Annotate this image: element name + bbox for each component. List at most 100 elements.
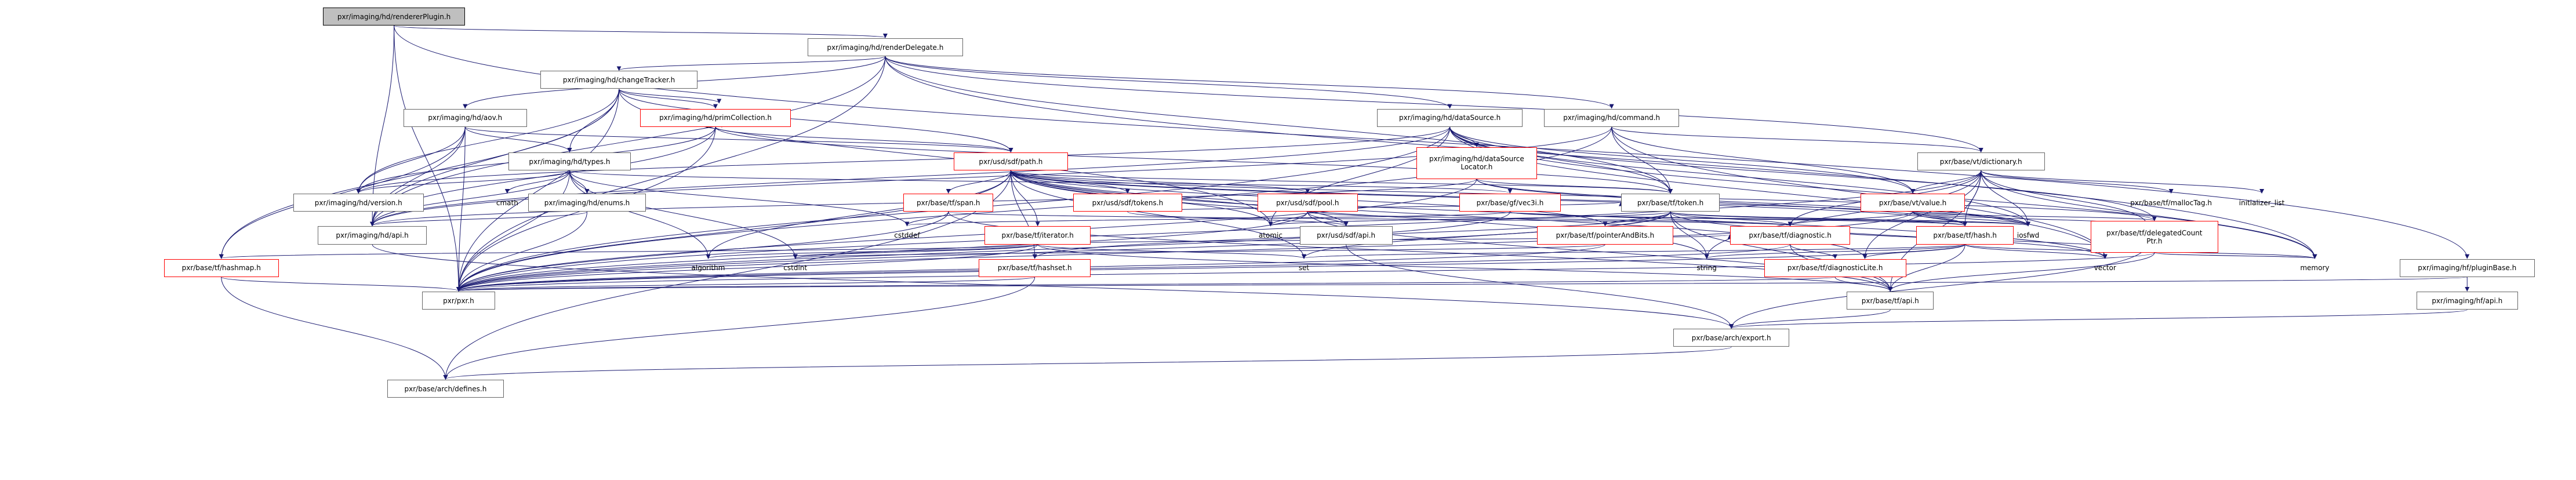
edge-primCollection-to-path bbox=[715, 126, 1013, 153]
node-aov[interactable]: pxr/imaging/hd/aov.h bbox=[403, 108, 527, 127]
node-label: iosfwd bbox=[2017, 231, 2040, 239]
edge-aov-to-hashmap bbox=[219, 126, 466, 259]
node-hfapi[interactable]: pxr/imaging/hf/api.h bbox=[2416, 291, 2518, 310]
node-cstddef[interactable]: cstddef bbox=[884, 226, 930, 244]
node-primCollection[interactable]: pxr/imaging/hd/primCollection.h bbox=[640, 108, 791, 127]
edge-hashmap-to-archdefines bbox=[221, 277, 448, 380]
node-diagLite[interactable]: pxr/base/tf/diagnosticLite.h bbox=[1764, 259, 1906, 277]
edge-tfapi-to-archexport bbox=[1729, 309, 1891, 329]
node-label: pxr/usd/sdf/api.h bbox=[1317, 231, 1376, 239]
node-path[interactable]: pxr/usd/sdf/path.h bbox=[953, 152, 1069, 171]
node-sdftokens[interactable]: pxr/usd/sdf/tokens.h bbox=[1073, 194, 1182, 212]
node-atomic[interactable]: atomic bbox=[1249, 226, 1292, 244]
edge-types-to-cstdint bbox=[569, 170, 798, 259]
edge-delegated-to-tfapi bbox=[1888, 252, 2155, 292]
node-tfhash[interactable]: pxr/base/tf/hash.h bbox=[1916, 226, 2014, 245]
node-hashset[interactable]: pxr/base/tf/hashset.h bbox=[979, 259, 1091, 277]
node-pluginBase[interactable]: pxr/imaging/hf/pluginBase.h bbox=[2399, 259, 2535, 277]
node-value[interactable]: pxr/base/vt/value.h bbox=[1860, 194, 1965, 212]
node-label: pxr/base/tf/iterator.h bbox=[1001, 231, 1074, 239]
node-sdfapi[interactable]: pxr/usd/sdf/api.h bbox=[1299, 226, 1393, 245]
edge-renderDelegate-to-dataSource bbox=[885, 56, 1452, 109]
node-label: pxr/base/vt/dictionary.h bbox=[1939, 157, 2022, 166]
edge-dataSource-to-value bbox=[1449, 126, 1915, 194]
node-tfapi[interactable]: pxr/base/tf/api.h bbox=[1847, 291, 1934, 310]
node-mallocTag[interactable]: pxr/base/tf/mallocTag.h bbox=[2109, 194, 2233, 212]
node-label: algorithm bbox=[691, 264, 725, 272]
edge-tfhash-to-pxr bbox=[456, 244, 1965, 292]
node-span[interactable]: pxr/base/tf/span.h bbox=[903, 194, 994, 212]
edge-span-to-pxr bbox=[456, 212, 949, 292]
node-changeTracker[interactable]: pxr/imaging/hd/changeTracker.h bbox=[540, 71, 697, 89]
node-hdapi[interactable]: pxr/imaging/hd/api.h bbox=[318, 226, 427, 245]
node-types[interactable]: pxr/imaging/hd/types.h bbox=[508, 152, 631, 171]
edge-dsLocator-to-pxr bbox=[456, 179, 1477, 292]
node-label: pxr/pxr.h bbox=[443, 296, 474, 305]
node-label: pxr/base/arch/export.h bbox=[1691, 333, 1771, 342]
node-label: atomic bbox=[1258, 231, 1282, 239]
node-vector[interactable]: vector bbox=[2083, 259, 2128, 277]
edge-token-to-atomic bbox=[1268, 211, 1671, 227]
node-cmath[interactable]: cmath bbox=[488, 194, 527, 212]
edge-hashset-to-archdefines bbox=[443, 277, 1036, 380]
node-set[interactable]: set bbox=[1289, 259, 1320, 277]
edge-path-to-hashset bbox=[1010, 170, 1037, 259]
edge-types-to-version bbox=[356, 170, 570, 194]
edge-delegated-to-memory bbox=[2154, 252, 2317, 259]
node-version[interactable]: pxr/imaging/hd/version.h bbox=[293, 194, 424, 212]
node-cstdint[interactable]: cstdint bbox=[772, 259, 819, 277]
edge-dsLocator-to-tfhash bbox=[1476, 179, 1968, 227]
node-archdefines[interactable]: pxr/base/arch/defines.h bbox=[387, 380, 504, 398]
edge-path-to-span bbox=[946, 170, 1011, 194]
edge-path-to-set bbox=[1010, 170, 1306, 259]
node-command[interactable]: pxr/imaging/hd/command.h bbox=[1544, 108, 1680, 127]
node-hashmap[interactable]: pxr/base/tf/hashmap.h bbox=[164, 259, 279, 277]
node-pool[interactable]: pxr/usd/sdf/pool.h bbox=[1257, 194, 1358, 212]
edge-aov-to-types bbox=[464, 126, 572, 153]
node-memory[interactable]: memory bbox=[2290, 259, 2341, 277]
node-label: string bbox=[1696, 264, 1717, 272]
node-iosfwd[interactable]: iosfwd bbox=[2008, 226, 2048, 244]
node-tfiter[interactable]: pxr/base/tf/iterator.h bbox=[984, 226, 1091, 245]
edge-ptrAndBits-to-cstdint bbox=[793, 244, 1605, 259]
node-label: pxr/usd/sdf/pool.h bbox=[1276, 198, 1339, 207]
node-ptrAndBits[interactable]: pxr/base/tf/pointerAndBits.h bbox=[1536, 226, 1674, 245]
node-label: initializer_list bbox=[2239, 198, 2285, 207]
node-string[interactable]: string bbox=[1684, 259, 1730, 277]
node-enums[interactable]: pxr/imaging/hd/enums.h bbox=[528, 194, 646, 212]
node-vec3i[interactable]: pxr/base/gf/vec3i.h bbox=[1459, 194, 1561, 212]
node-dataSource[interactable]: pxr/imaging/hd/dataSource.h bbox=[1377, 108, 1523, 127]
node-root[interactable]: pxr/imaging/hd/rendererPlugin.h bbox=[322, 8, 466, 26]
node-initlist[interactable]: initializer_list bbox=[2225, 194, 2299, 212]
edge-hashmap-to-pxr bbox=[221, 277, 461, 292]
edge-path-to-token bbox=[1010, 170, 1673, 194]
edge-types-to-cstddef bbox=[569, 170, 910, 227]
edge-renderDelegate-to-changeTracker bbox=[616, 56, 886, 71]
node-algorithm[interactable]: algorithm bbox=[681, 259, 736, 277]
edge-pool-to-diagnostic bbox=[1307, 211, 1793, 227]
node-pxr[interactable]: pxr/pxr.h bbox=[422, 291, 495, 310]
edge-changeTracker-to-version bbox=[356, 89, 620, 194]
edge-command-to-dictionary bbox=[1611, 126, 1983, 153]
node-token[interactable]: pxr/base/tf/token.h bbox=[1621, 194, 1720, 212]
edge-command-to-value bbox=[1611, 126, 1916, 194]
node-renderDelegate[interactable]: pxr/imaging/hd/renderDelegate.h bbox=[807, 38, 963, 57]
node-diagnostic[interactable]: pxr/base/tf/diagnostic.h bbox=[1730, 226, 1851, 245]
node-archexport[interactable]: pxr/base/arch/export.h bbox=[1673, 329, 1790, 347]
edge-command-to-pxr bbox=[456, 126, 1612, 292]
edge-token-to-diagnostic bbox=[1670, 211, 1793, 227]
edge-dataSource-to-delegated bbox=[1449, 126, 2157, 221]
edge-dictionary-to-memory bbox=[1981, 170, 2317, 259]
edge-tfhash-to-set bbox=[1302, 244, 1965, 259]
edge-vtapi-to-archexport bbox=[1729, 244, 2148, 329]
edge-pluginBase-to-pxr bbox=[457, 277, 2468, 292]
node-dictionary[interactable]: pxr/base/vt/dictionary.h bbox=[1917, 152, 2045, 171]
edge-vec3i-to-iosfwd bbox=[1509, 211, 2030, 227]
edge-renderDelegate-to-command bbox=[885, 56, 1614, 109]
node-label: pxr/base/tf/pointerAndBits.h bbox=[1556, 231, 1655, 239]
edge-span-to-diagnostic bbox=[948, 211, 1792, 227]
node-label: Ptr.h bbox=[2146, 237, 2163, 245]
